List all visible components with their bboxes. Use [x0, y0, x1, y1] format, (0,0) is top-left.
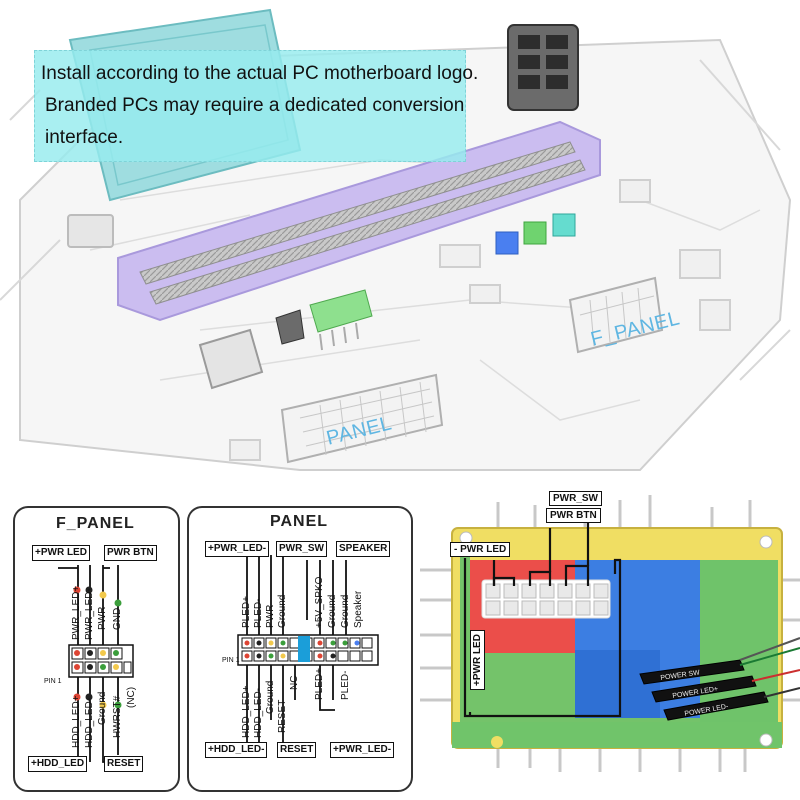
note-line-1: Install according to the actual PC mothe…	[41, 63, 479, 84]
onboard-switches	[495, 213, 576, 255]
panel-pin-ground-3: Ground	[340, 594, 351, 628]
panel-pin-hdd-led-minus: HDD_LED-	[253, 687, 264, 738]
panel-box-pwr-led: +PWR_LED-	[205, 541, 270, 557]
photo-tag-pwr-btn: PWR BTN	[546, 508, 601, 523]
header-block	[275, 289, 373, 351]
panel-box-reset: RESET	[277, 742, 317, 758]
f-panel-pin-pwr-led-plus: PWR_LED+	[71, 585, 82, 640]
f-panel-pin-nc: (NC)	[126, 686, 137, 708]
panel-box-hdd-led: +HDD_LED-	[205, 742, 268, 758]
f-panel-pin-gnd: GND	[112, 607, 123, 630]
panel-pin-ground-top: Ground	[277, 594, 288, 628]
photo-tag-minus-pwr-led: - PWR LED	[450, 542, 511, 557]
connector-cables	[639, 637, 800, 721]
f-panel-box-pwr-btn: PWR BTN	[104, 545, 157, 561]
note-line-2: Branded PCs may require a dedicated conv…	[45, 95, 465, 116]
f-panel-card	[13, 506, 180, 792]
panel-pin-ground-2: Ground	[327, 594, 338, 628]
f-panel-pin-ground: Ground	[97, 691, 108, 725]
f-panel-box-reset: RESET	[104, 756, 144, 772]
panel-pin-speaker: Speaker	[353, 590, 364, 628]
panel-box-pwr-led-bottom: +PWR_LED-	[330, 742, 395, 758]
pin-header-photo	[420, 495, 800, 772]
ram-slots	[117, 120, 601, 322]
f-panel-pin-hwrst: HWRST#	[112, 695, 123, 738]
panel-pin-ground-bottom: Ground	[265, 680, 276, 714]
panel-box-speaker: SPEAKER	[336, 541, 391, 557]
photo-tag-pwr-sw: PWR_SW	[549, 491, 602, 506]
panel-pin1-label: PIN 1	[222, 657, 240, 664]
instruction-note: Install according to the actual PC mothe…	[34, 50, 478, 162]
panel-pin-pled-minus-bottom: PLED-	[340, 670, 351, 700]
panel-box-pwr-sw: PWR_SW	[276, 541, 327, 557]
f-panel-pin-hdd-led-plus: HDD_LED+	[71, 695, 82, 748]
panel-title: PANEL	[270, 513, 329, 530]
panel-card	[187, 506, 413, 792]
panel-pin-reset: RESET	[277, 699, 288, 733]
panel-pin-pwr: PWR	[265, 604, 276, 628]
panel-pin-hdd-led-plus: HDD_LED+	[241, 685, 252, 738]
panel-pin-nc: NC	[289, 675, 300, 690]
panel-connector-sketch	[280, 373, 444, 464]
panel-pin-5v-spko: +5V_SPKO	[314, 576, 325, 628]
panel-pin-pled-plus-bottom: PLED+	[314, 668, 325, 700]
f-panel-pin-pwr: PWR	[97, 606, 108, 630]
f-panel-title: F_PANEL	[56, 515, 135, 532]
photo-tag-plus-pwr-led: +PWR LED	[470, 630, 485, 690]
note-line-3: interface.	[45, 127, 124, 148]
f-panel-pin1-label: PIN 1	[44, 678, 62, 685]
f-panel-box-hdd-led: +HDD_LED	[28, 756, 88, 772]
f-panel-pin-hdd-led-minus: HDD_LED-	[84, 697, 95, 748]
f-panel-pin-pwr-led-minus: PWR_LED-	[84, 588, 95, 640]
f-panel-connector-sketch	[568, 276, 664, 354]
f-panel-box-pwr-led: +PWR LED	[32, 545, 90, 561]
cpu-power-connector	[507, 24, 579, 111]
panel-pin-pled-plus-top: PLED+	[241, 596, 252, 628]
panel-pin-pled-minus-top: PLED-	[253, 598, 264, 628]
